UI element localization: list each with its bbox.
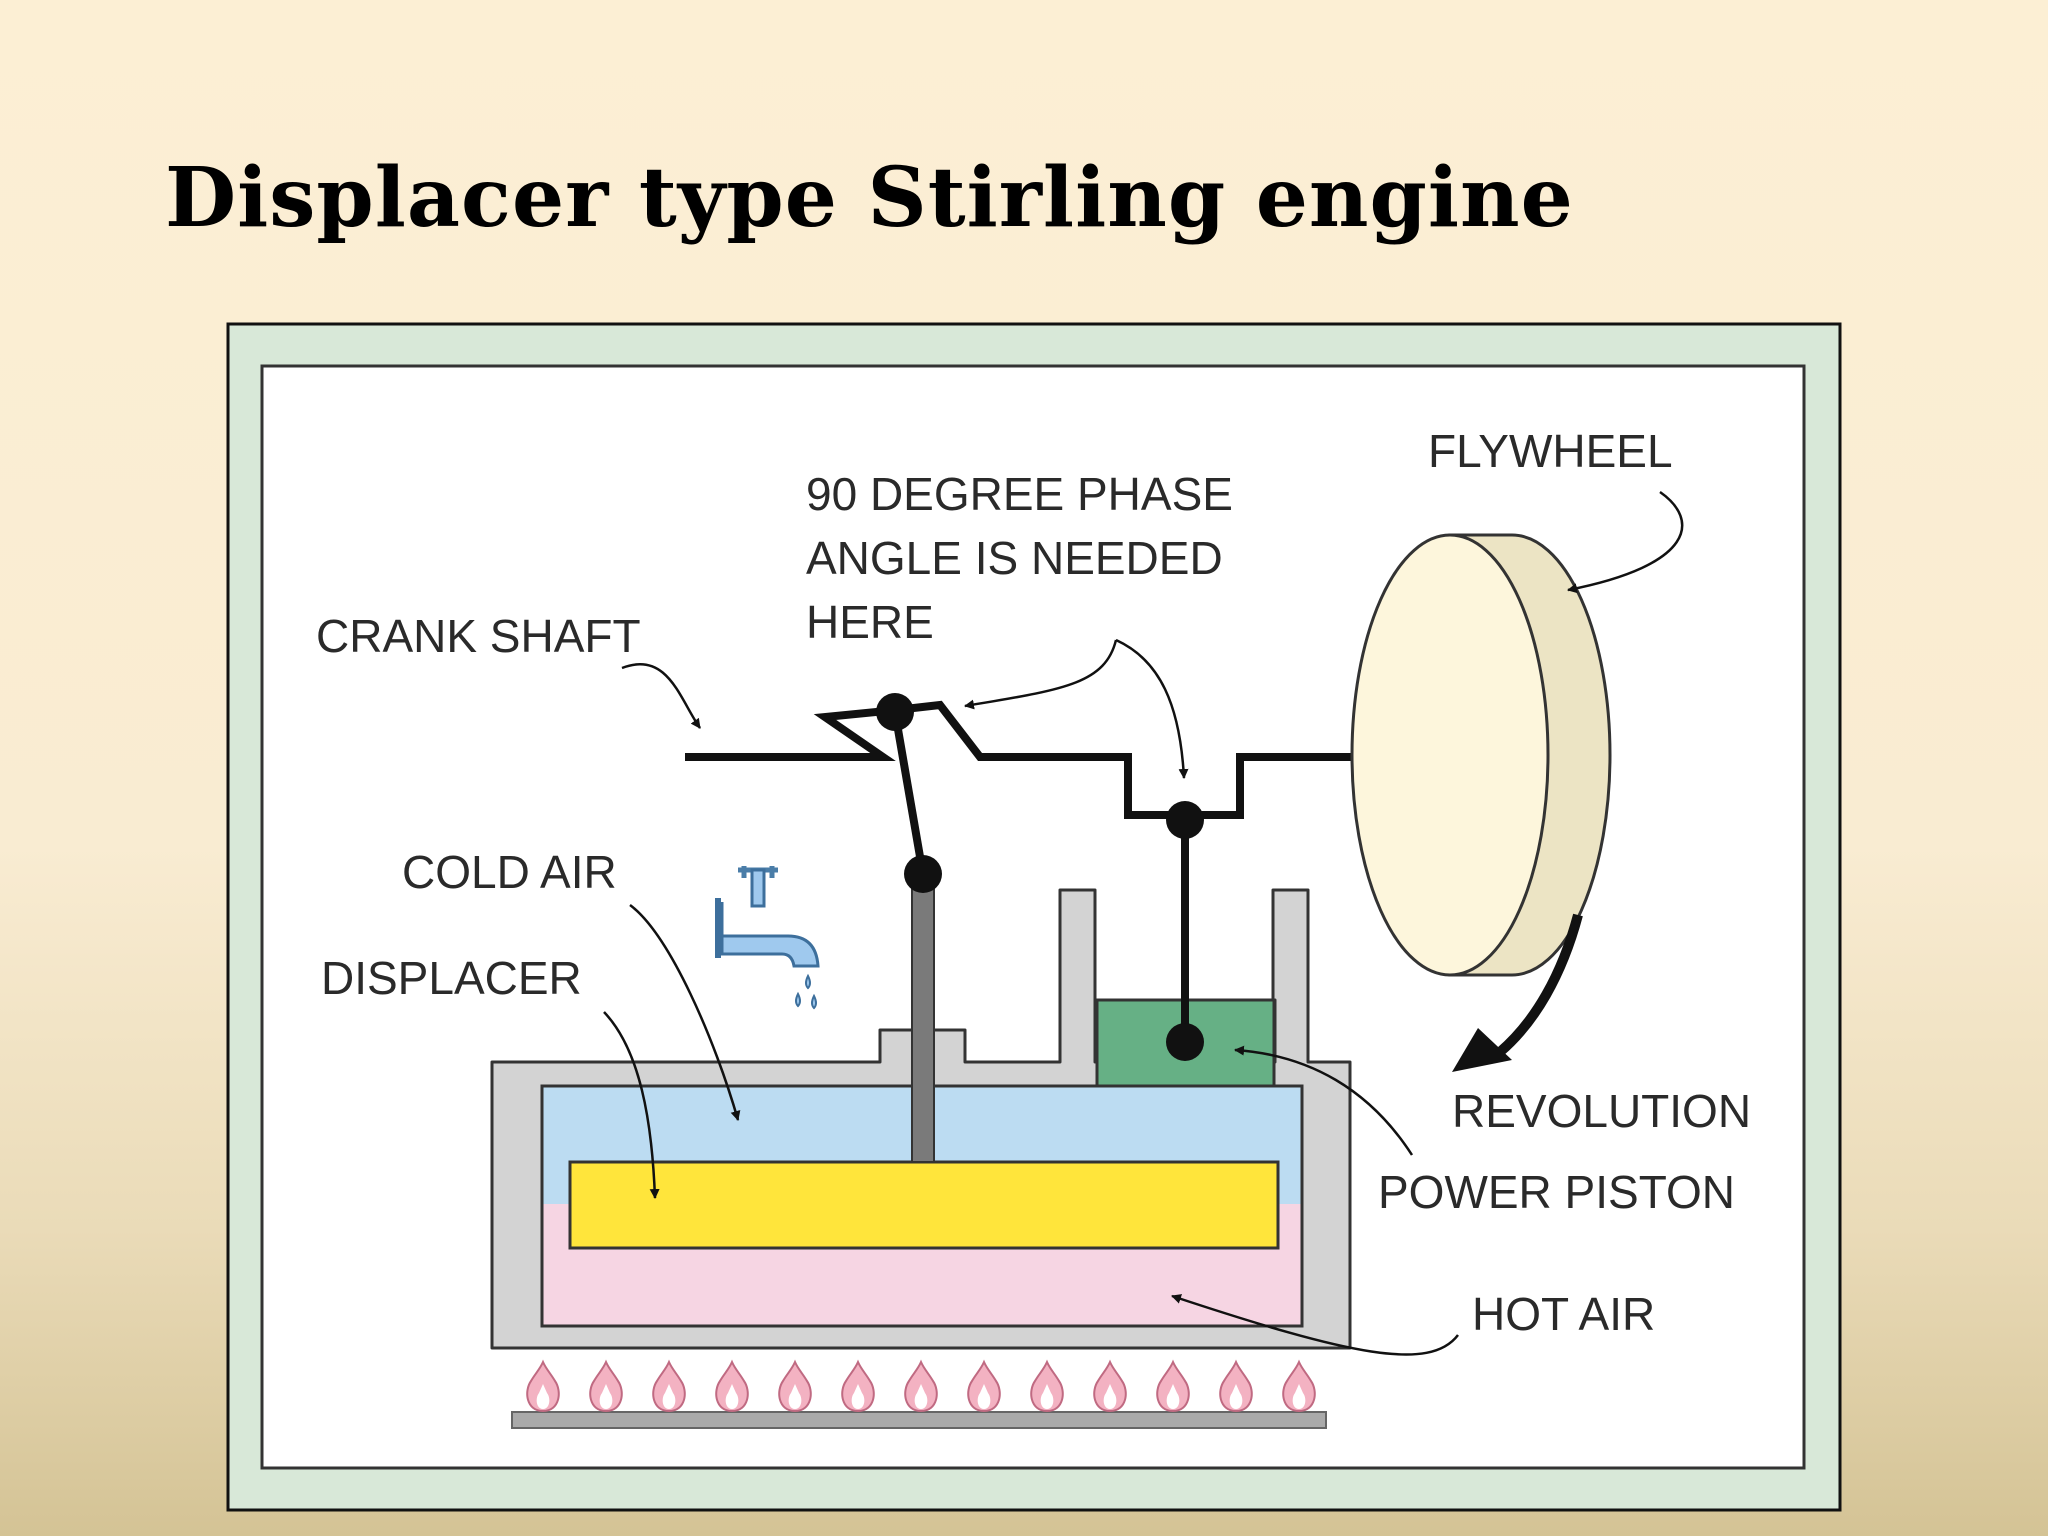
crank-pivot-1: [876, 693, 914, 731]
phase-angle-label-line3: HERE: [806, 596, 934, 648]
flywheel-label: FLYWHEEL: [1428, 425, 1673, 477]
power-piston-label: POWER PISTON: [1378, 1166, 1735, 1218]
displacer-rod: [911, 873, 935, 1163]
crank-pivot-2: [1166, 801, 1204, 839]
burner-bar: [511, 1411, 1327, 1429]
displacer-rod-joint: [904, 855, 942, 893]
crank-shaft: [685, 700, 1422, 819]
label-leader-lines: [603, 490, 1684, 1356]
phase-angle-label-line2: ANGLE IS NEEDED: [806, 532, 1223, 584]
flywheel: [1350, 533, 1612, 977]
displacer-connecting-rod: [891, 711, 927, 875]
slide-title: Displacer type Stirling engine: [165, 150, 1574, 246]
displacer-piston: [568, 1160, 1280, 1250]
hot-air-label: HOT AIR: [1472, 1288, 1655, 1340]
power-piston-joint: [1166, 1023, 1204, 1061]
crank-shaft-label: CRANK SHAFT: [316, 610, 641, 662]
cold-air-label: COLD AIR: [402, 846, 617, 898]
water-tap-icon: [715, 866, 820, 1010]
phase-angle-label-line1: 90 DEGREE PHASE: [806, 468, 1233, 520]
rotation-arrow-icon: [1452, 913, 1583, 1072]
flame-icon: [526, 1359, 1316, 1413]
revolution-label: REVOLUTION: [1452, 1085, 1751, 1137]
displacer-label: DISPLACER: [321, 952, 582, 1004]
